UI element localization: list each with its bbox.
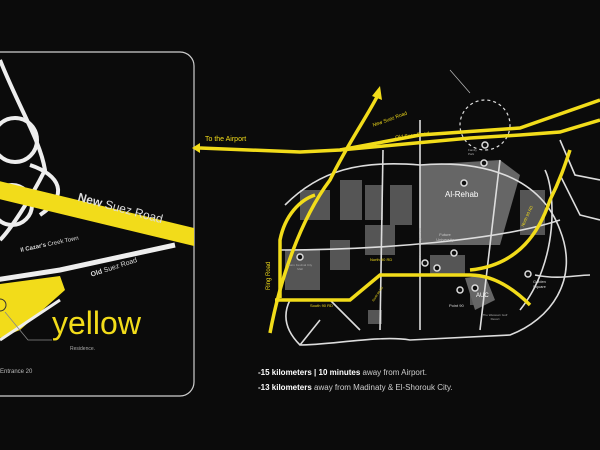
ring-road-label: Ring Road (266, 261, 272, 290)
info-rest: away from Airport. (360, 368, 427, 377)
arrow-head-icon (372, 86, 382, 100)
info-bold: -13 kilometers (258, 383, 312, 392)
new-suez-road-band (0, 181, 194, 246)
local-roads (279, 120, 600, 346)
north-90-label: North 90 RD (370, 257, 393, 262)
interchange-highlight (459, 99, 511, 151)
west-golf-label: The Westown Golf Resort (482, 313, 508, 321)
highways (199, 94, 600, 334)
point-90-label: Point 90 (449, 303, 464, 308)
brand-subtitle: Residence. (70, 346, 96, 352)
info-bold: -15 kilometers | 10 minutes (258, 368, 361, 377)
location-markers (296, 141, 532, 294)
left-panel-frame (0, 51, 195, 397)
madinaty-distance-text: -13 kilometers away from Madinaty & El-S… (258, 383, 453, 392)
south-90-road-line (275, 273, 532, 307)
new-suez-road-line (199, 98, 600, 154)
residence-plot (0, 276, 65, 338)
airport-distance-text: -15 kilometers | 10 minutes away from Ai… (258, 368, 427, 377)
airport-arrow-icon (192, 143, 200, 153)
south-90-label: South 90 RD (310, 303, 333, 308)
old-suez-road-line (0, 242, 176, 282)
mohamed-naguib-label: Mohamed Naguib Axis (418, 227, 422, 258)
future-university-label: Future University (436, 232, 454, 242)
al-rehab-district (420, 160, 520, 245)
brand-logo: yellow (52, 305, 141, 341)
airport-label: To the Airport (205, 136, 247, 143)
al-rehab-label: Al-Rehab (445, 190, 479, 199)
entrance-label: Entrance 20 (0, 369, 33, 375)
info-rest: away from Madinaty & El-Shorouk City. (311, 383, 453, 392)
auc-label: AUC (476, 293, 489, 299)
interchange-loops (0, 59, 61, 242)
family-park-label: Family Park (468, 148, 477, 156)
golden-square-label: Golden Square (533, 279, 546, 289)
old-suez-road-line (339, 118, 600, 152)
cfc-mall-label: Cairo Festival City Mall (287, 263, 313, 271)
